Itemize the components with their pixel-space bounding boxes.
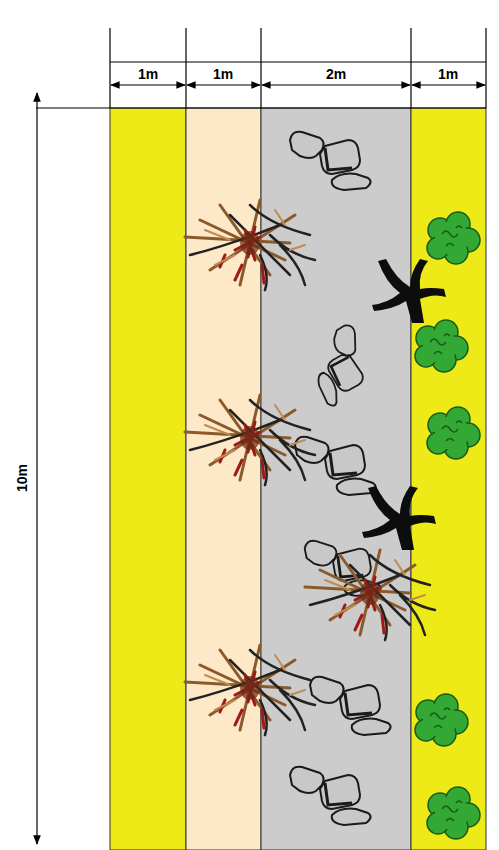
grass-band [411, 108, 486, 850]
brush-pile [185, 200, 435, 735]
dimension-label: 2m [324, 67, 348, 81]
gravel-band [261, 108, 411, 850]
dimension-label: 1m [136, 67, 160, 81]
shrub [415, 212, 480, 839]
tree-stump [362, 259, 446, 550]
dimension-lines [36, 28, 486, 844]
dimension-label: 1m [436, 67, 460, 81]
grass-band [110, 108, 186, 850]
dimension-label: 10m [15, 464, 29, 492]
soil-band [186, 108, 261, 850]
dimension-label: 1m [211, 67, 235, 81]
